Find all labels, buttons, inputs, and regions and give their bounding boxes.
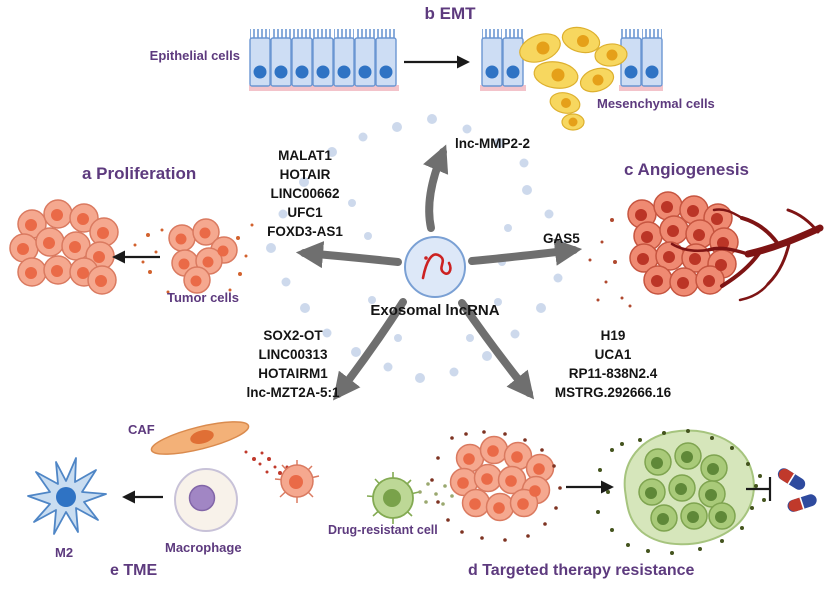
tumor-cluster-large <box>9 199 119 295</box>
arrow-to-tme <box>333 298 407 401</box>
label-epithelial-cells: Epithelial cells <box>149 48 240 63</box>
therapy-tumor-cluster <box>430 430 562 542</box>
label-tumor-cells: Tumor cells <box>166 290 239 305</box>
inhibition-bar <box>746 477 772 501</box>
lncrna-list-proliferation: MALAT1 HOTAIR LINC00662 UFC1 FOXD3-AS1 <box>267 148 343 239</box>
lncrna-list-therapy: H19 UCA1 RP11-838N2.4 MSTRG.292666.16 <box>554 328 672 400</box>
label-mesenchymal-cells: Mesenchymal cells <box>597 96 715 111</box>
arrow-to-emt <box>423 144 449 232</box>
exosome-vesicle-icon <box>404 236 466 298</box>
lncrna-angiogenesis: GAS5 <box>543 231 580 246</box>
arrow-to-angiogenesis <box>468 238 583 266</box>
label-exosomal-lncrna: Exosomal lncRNA <box>370 302 500 319</box>
section-title-proliferation: a Proliferation <box>82 164 197 183</box>
section-title-therapy: d Targeted therapy resistance <box>468 562 695 579</box>
epithelial-cells-graphic <box>249 29 399 91</box>
lncrna-emt: lnc-MMP2-2 <box>455 136 531 151</box>
section-title-emt: b EMT <box>424 4 476 23</box>
section-title-tme: e TME <box>110 562 158 579</box>
resistant-cluster <box>596 429 766 555</box>
therapy-specks <box>430 430 562 542</box>
recruited-tumor-cell-graphic <box>274 460 320 503</box>
exosome-dots <box>266 114 567 383</box>
resistant-speck-trail <box>418 482 454 506</box>
blood-vessel <box>670 208 824 302</box>
tumor-exosome-specks <box>133 223 254 294</box>
arrow-to-therapy <box>458 299 535 400</box>
mesenchymal-cells-graphic <box>480 26 663 131</box>
label-caf: CAF <box>128 422 155 437</box>
arrow-to-proliferation <box>295 241 402 269</box>
resistant-specks <box>596 429 766 555</box>
lncrna-list-tme: SOX2-OT LINC00313 HOTAIRM1 lnc-MZT2A-5:1 <box>246 328 340 400</box>
angiogenesis-cluster <box>588 191 824 308</box>
section-title-angiogenesis: c Angiogenesis <box>624 160 750 179</box>
angiogenesis-specks <box>588 218 632 308</box>
label-m2: M2 <box>55 545 74 560</box>
radiating-arrows <box>295 144 583 401</box>
label-macrophage: Macrophage <box>165 540 242 555</box>
m2-macrophage-graphic <box>27 457 107 535</box>
tumor-cluster-small <box>133 218 254 294</box>
macrophage-graphic <box>174 468 238 532</box>
drug-pill-icons <box>777 468 817 512</box>
label-drug-resistant-cell: Drug-resistant cell <box>328 523 438 537</box>
drug-resistant-cell-graphic <box>366 472 454 524</box>
caf-cell-graphic <box>150 421 294 479</box>
